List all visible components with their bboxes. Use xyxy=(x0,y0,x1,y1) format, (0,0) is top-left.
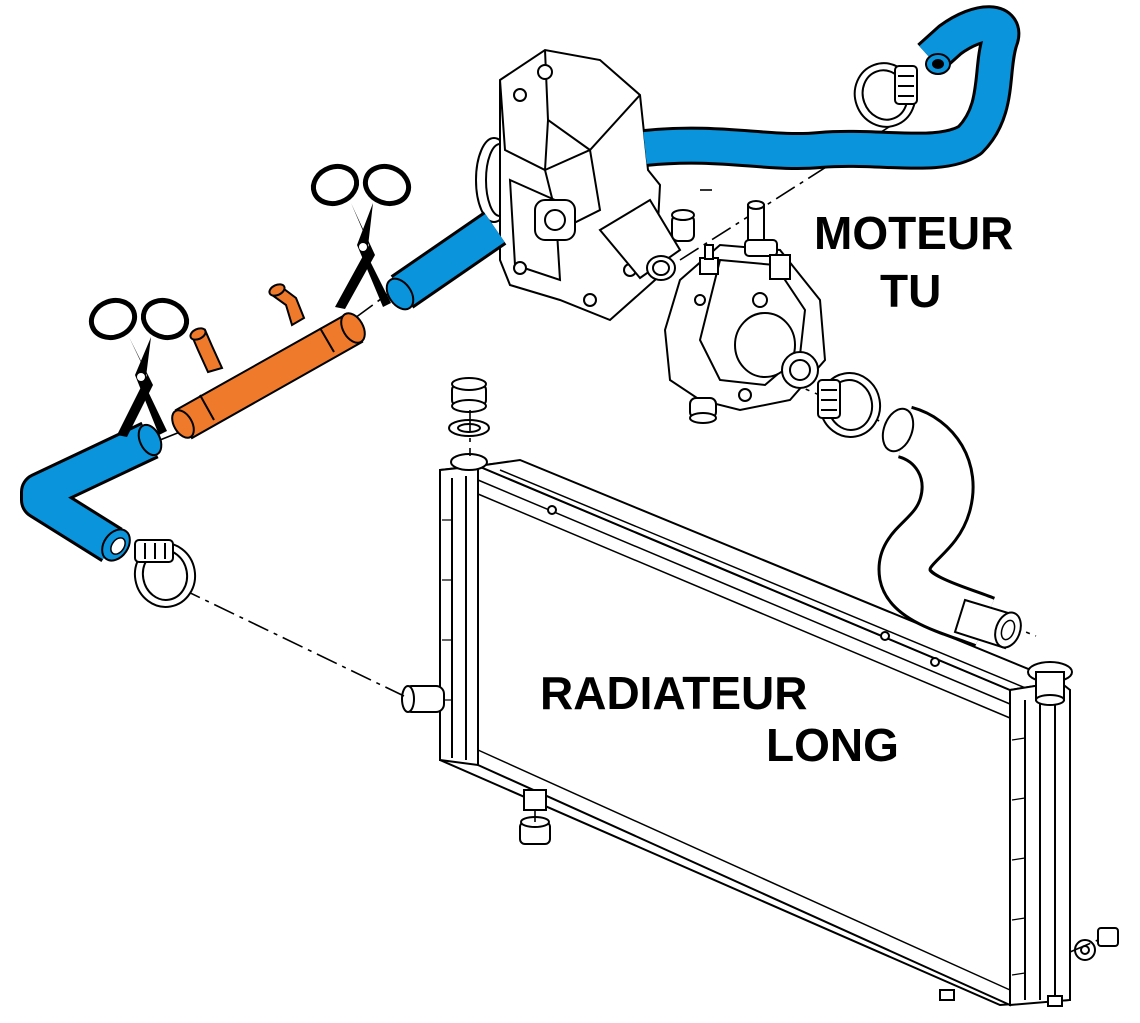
engine-label-line2: TU xyxy=(880,265,942,317)
radiator-label-line1: RADIATEUR xyxy=(540,667,808,719)
clamp-lower-left xyxy=(133,539,197,608)
blue-hoses xyxy=(20,5,1021,562)
orange-water-pipe xyxy=(171,283,366,440)
scissors-icon xyxy=(88,297,190,437)
radiator-label-line2: LONG xyxy=(766,719,899,771)
engine-to-radiator-hose xyxy=(877,405,1022,650)
hose-clamps xyxy=(133,62,918,608)
engine-label-line1: MOTEUR xyxy=(814,207,1014,259)
clamp-upper-right xyxy=(853,62,918,128)
engine-water-outlet-housing xyxy=(475,48,695,322)
clamp-thermostat xyxy=(817,372,882,438)
radiator xyxy=(401,458,1119,1007)
scissors-icon xyxy=(310,163,412,309)
thermostat-housing xyxy=(663,200,827,424)
radiator-cap xyxy=(448,377,490,471)
